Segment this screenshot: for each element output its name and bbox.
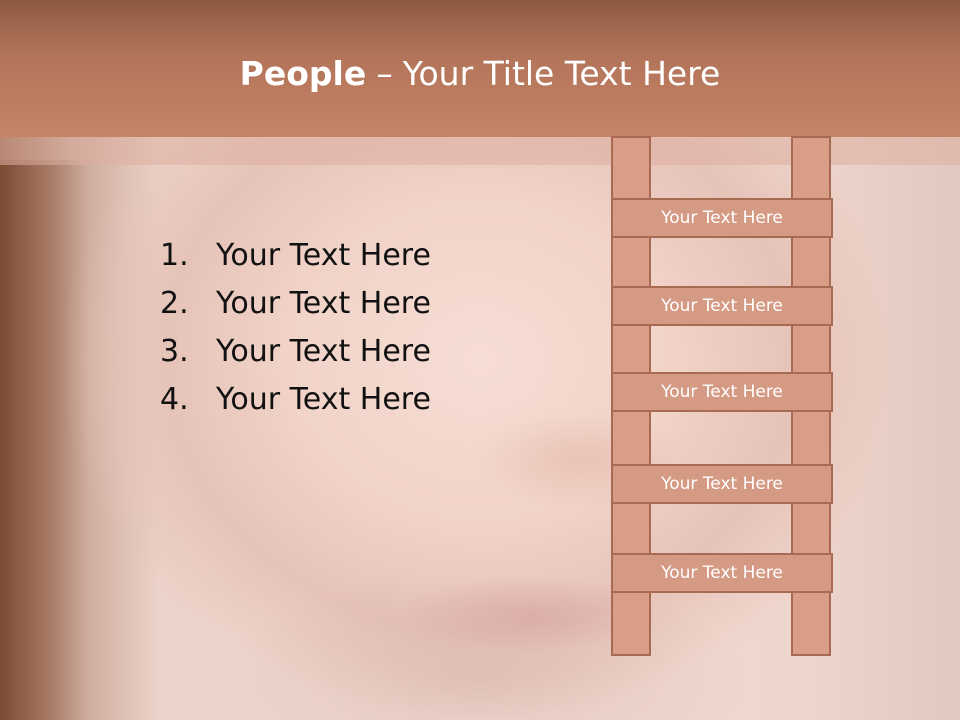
list-item: 3. Your Text Here bbox=[160, 328, 431, 376]
header-band bbox=[0, 0, 960, 137]
ladder-rung-1[interactable]: Your Text Here bbox=[611, 198, 833, 238]
title-bold-text: People bbox=[239, 54, 367, 93]
slide-title[interactable]: People–Your Title Text Here bbox=[0, 50, 960, 98]
list-item-number: 2. bbox=[160, 286, 189, 321]
list-item: 1. Your Text Here bbox=[160, 232, 431, 280]
ladder-graphic: Your Text Here Your Text Here Your Text … bbox=[611, 136, 833, 658]
title-rest-text: Your Title Text Here bbox=[402, 54, 721, 93]
list-item: 2. Your Text Here bbox=[160, 280, 431, 328]
title-separator: – bbox=[376, 54, 393, 93]
background-hair bbox=[0, 160, 90, 720]
list-item-number: 4. bbox=[160, 382, 189, 417]
numbered-list[interactable]: 1. Your Text Here 2. Your Text Here 3. Your… bbox=[160, 232, 431, 424]
ladder-rung-2[interactable]: Your Text Here bbox=[611, 286, 833, 326]
list-item-number: 1. bbox=[160, 238, 189, 273]
ladder-rung-5[interactable]: Your Text Here bbox=[611, 553, 833, 593]
list-item-text: Your Text Here bbox=[216, 382, 431, 417]
list-item-number: 3. bbox=[160, 334, 189, 369]
list-item: 4. Your Text Here bbox=[160, 376, 431, 424]
ladder-rung-3[interactable]: Your Text Here bbox=[611, 372, 833, 412]
list-item-text: Your Text Here bbox=[216, 334, 431, 369]
ladder-rung-4[interactable]: Your Text Here bbox=[611, 464, 833, 504]
list-item-text: Your Text Here bbox=[216, 238, 431, 273]
list-item-text: Your Text Here bbox=[216, 286, 431, 321]
